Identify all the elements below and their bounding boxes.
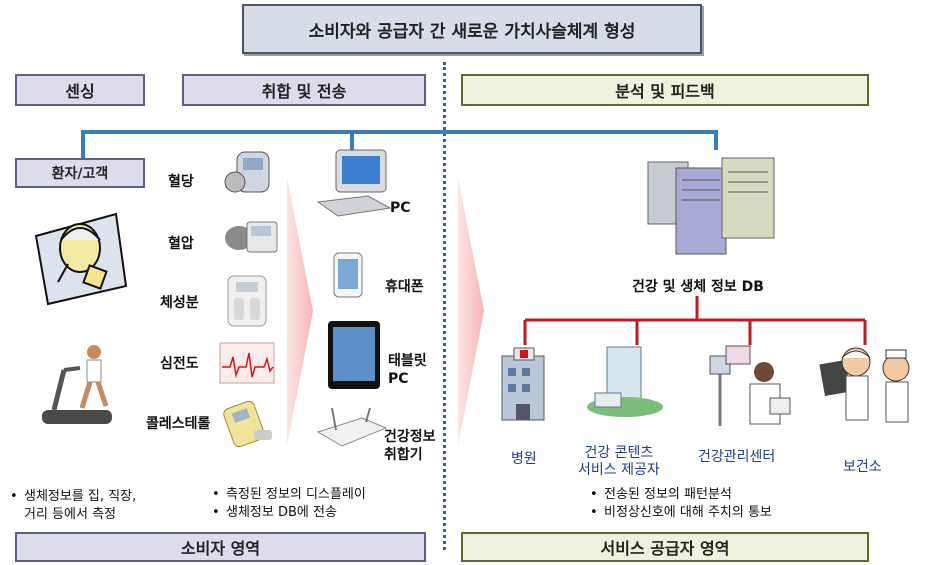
bullet-right-text-1: 전송된 정보의 패턴분석 xyxy=(604,487,732,502)
sensor-label-glucose: 혈당 xyxy=(168,174,194,190)
patient-header: 환자/고객 xyxy=(15,158,145,188)
bullet-mid: •측정된 정보의 디스플레이 •생체정보 DB에 전송 xyxy=(212,487,366,520)
sensor-label-ecg: 심전도 xyxy=(160,356,199,372)
cholesterol-meter-icon xyxy=(223,400,272,448)
body-composition-scale-icon xyxy=(227,275,267,327)
bullet-mid-text-2: 생체정보 DB에 전송 xyxy=(226,505,337,520)
arrow-collect-to-analysis xyxy=(458,178,484,445)
glucose-meter-icon xyxy=(224,151,270,193)
health-info-collector-icon xyxy=(316,407,388,447)
device-label-pc: PC xyxy=(390,200,411,216)
provider-label-public-health: 보건소 xyxy=(843,459,882,475)
provider-label-health-center: 건강관리센터 xyxy=(698,449,776,465)
bullet-left: •생체정보를 집, 직장, 거리 등에서 측정 xyxy=(10,489,137,522)
bullet-right-text-2: 비정상신호에 대해 주치의 통보 xyxy=(604,505,772,520)
device-label-tablet: 태블릿 PC xyxy=(388,353,427,387)
collect-header: 취합 및 전송 xyxy=(182,74,426,106)
health-center-icon xyxy=(709,345,791,426)
bullet-right: •전송된 정보의 패턴분석 •비정상신호에 대해 주치의 통보 xyxy=(590,487,772,520)
sensor-label-body-composition: 체성분 xyxy=(160,295,199,311)
provider-label-hospital: 병원 xyxy=(511,451,537,467)
page-title: 소비자와 공급자 간 새로운 가치사슬체계 형성 xyxy=(242,4,702,54)
public-health-center-icon xyxy=(819,347,910,423)
analysis-header: 분석 및 피드백 xyxy=(461,74,869,106)
sensor-label-cholesterol: 콜레스테롤 xyxy=(146,416,211,432)
sensor-label-blood-pressure: 혈압 xyxy=(168,236,194,252)
bullet-mid-text-1: 측정된 정보의 디스플레이 xyxy=(226,487,366,502)
pc-icon xyxy=(316,149,392,217)
server-db-icon xyxy=(647,157,775,255)
blue-connector xyxy=(81,130,718,158)
consumer-area-footer: 소비자 영역 xyxy=(15,532,426,562)
device-label-phone: 휴대폰 xyxy=(385,279,424,295)
hospital-icon xyxy=(501,347,545,421)
ecg-chart-icon xyxy=(219,342,275,384)
blood-pressure-monitor-icon xyxy=(225,221,278,253)
provider-area-footer: 서비스 공급자 영역 xyxy=(461,532,869,562)
arrow-sensing-to-collect xyxy=(287,178,313,445)
section-divider xyxy=(443,62,446,550)
sensing-header: 센싱 xyxy=(15,74,145,106)
treadmill-icon xyxy=(42,345,112,424)
sick-patient-icon xyxy=(34,212,128,306)
content-provider-building-icon xyxy=(587,346,663,417)
mobile-phone-icon xyxy=(333,252,363,298)
db-label: 건강 및 생체 정보 DB xyxy=(632,279,764,295)
tablet-icon xyxy=(328,321,380,389)
provider-label-content: 건강 콘텐츠 서비스 제공자 xyxy=(578,445,660,478)
red-tree xyxy=(523,296,867,345)
device-label-collector: 건강정보 취합기 xyxy=(384,429,436,463)
bullet-left-text: 생체정보를 집, 직장, 거리 등에서 측정 xyxy=(24,489,137,522)
